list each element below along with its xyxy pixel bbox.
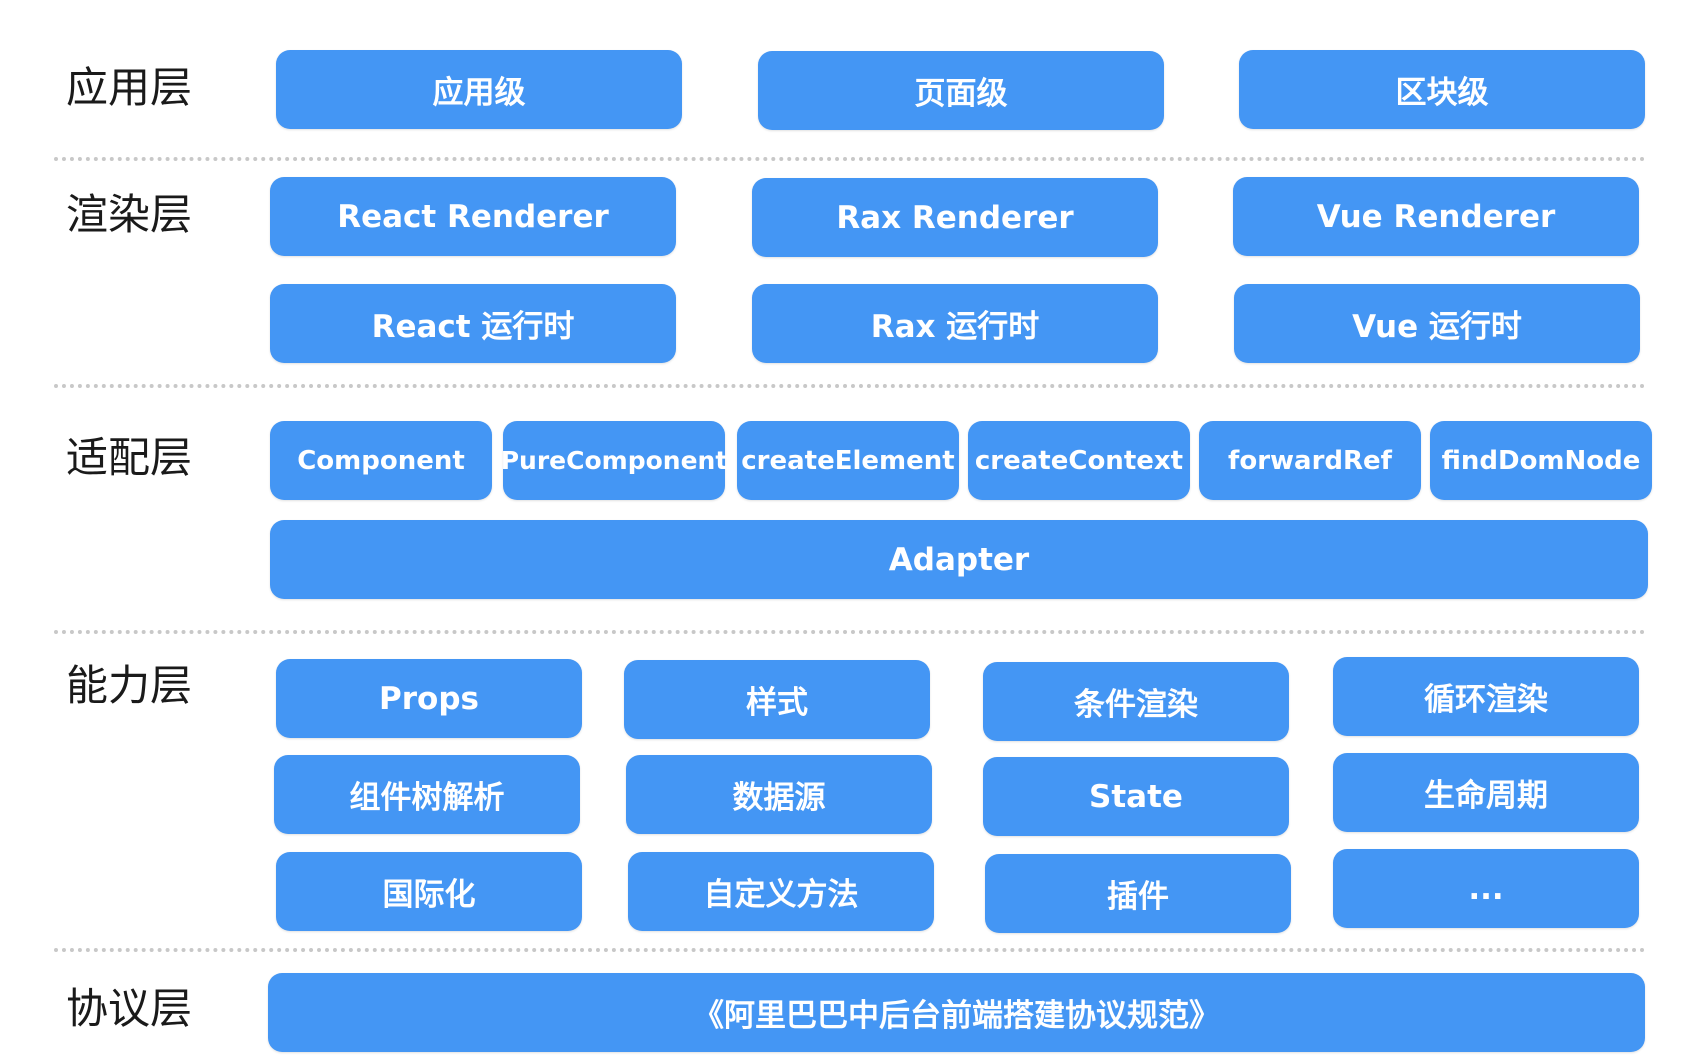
forward-ref-box: forwardRef bbox=[1199, 421, 1421, 500]
conditional-render-box: 条件渲染 bbox=[983, 662, 1289, 741]
protocol-spec-box: 《阿里巴巴中后台前端搭建协议规范》 bbox=[268, 973, 1645, 1052]
page-level-box: 页面级 bbox=[758, 51, 1164, 130]
find-dom-node-box: findDomNode bbox=[1430, 421, 1652, 500]
state-box: State bbox=[983, 757, 1289, 836]
layer-label-adapter: 适配层 bbox=[66, 433, 193, 482]
style-box: 样式 bbox=[624, 660, 930, 739]
layer-label-protocol: 协议层 bbox=[66, 984, 193, 1033]
props-box: Props bbox=[276, 659, 582, 738]
divider-render-adapter bbox=[54, 384, 1646, 388]
component-box: Component bbox=[270, 421, 492, 500]
i18n-box: 国际化 bbox=[276, 852, 582, 931]
divider-app-render bbox=[54, 157, 1646, 161]
rax-runtime-box: Rax 运行时 bbox=[752, 284, 1158, 363]
create-context-box: createContext bbox=[968, 421, 1190, 500]
layer-label-render: 渲染层 bbox=[66, 190, 193, 239]
divider-capability-protocol bbox=[54, 948, 1646, 952]
react-runtime-box: React 运行时 bbox=[270, 284, 676, 363]
rax-renderer-box: Rax Renderer bbox=[752, 178, 1158, 257]
layer-label-app: 应用层 bbox=[66, 63, 193, 112]
layer-label-capability: 能力层 bbox=[66, 661, 193, 710]
custom-method-box: 自定义方法 bbox=[628, 852, 934, 931]
divider-adapter-capability bbox=[54, 630, 1646, 634]
component-tree-parse-box: 组件树解析 bbox=[274, 755, 580, 834]
vue-runtime-box: Vue 运行时 bbox=[1234, 284, 1640, 363]
adapter-box: Adapter bbox=[270, 520, 1648, 599]
app-level-box: 应用级 bbox=[276, 50, 682, 129]
react-renderer-box: React Renderer bbox=[270, 177, 676, 256]
pure-component-box: PureComponent bbox=[501, 421, 727, 500]
plugin-box: 插件 bbox=[985, 854, 1291, 933]
lifecycle-box: 生命周期 bbox=[1333, 753, 1639, 832]
more-box: ... bbox=[1333, 849, 1639, 928]
vue-renderer-box: Vue Renderer bbox=[1233, 177, 1639, 256]
create-element-box: createElement bbox=[737, 421, 959, 500]
data-source-box: 数据源 bbox=[626, 755, 932, 834]
block-level-box: 区块级 bbox=[1239, 50, 1645, 129]
loop-render-box: 循环渲染 bbox=[1333, 657, 1639, 736]
